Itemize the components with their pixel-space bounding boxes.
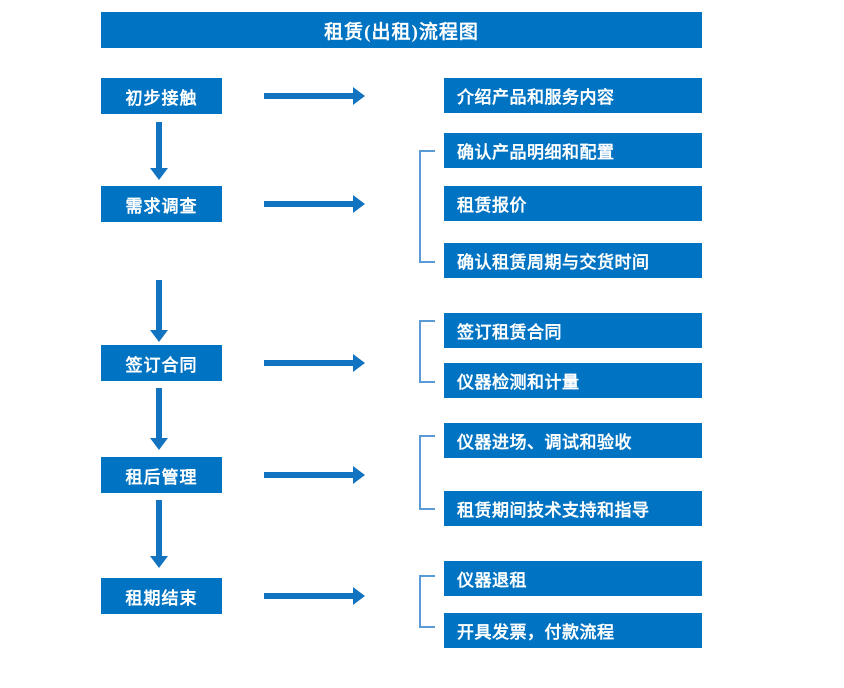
detail-box-3-1[interactable]: 签订租赁合同 bbox=[444, 313, 702, 348]
stage-box-1[interactable]: 初步接触 bbox=[101, 78, 222, 114]
arrow-shaft bbox=[156, 280, 162, 330]
arrow-down-1 bbox=[150, 122, 168, 180]
detail-box-2-2[interactable]: 租赁报价 bbox=[444, 186, 702, 221]
arrow-right-5 bbox=[264, 587, 365, 605]
arrow-head bbox=[150, 168, 168, 180]
detail-box-3-2[interactable]: 仪器检测和计量 bbox=[444, 363, 702, 398]
arrow-shaft bbox=[264, 93, 353, 99]
detail-box-5-1[interactable]: 仪器退租 bbox=[444, 561, 702, 596]
stage-box-3[interactable]: 签订合同 bbox=[101, 345, 222, 381]
arrow-right-4 bbox=[264, 466, 365, 484]
detail-box-1-1[interactable]: 介绍产品和服务内容 bbox=[444, 78, 702, 113]
detail-box-4-2[interactable]: 租赁期间技术支持和指导 bbox=[444, 491, 702, 526]
arrow-right-2 bbox=[264, 195, 365, 213]
stage-box-2[interactable]: 需求调查 bbox=[101, 186, 222, 222]
arrow-head bbox=[353, 587, 365, 605]
arrow-head bbox=[150, 556, 168, 568]
arrow-shaft bbox=[264, 593, 353, 599]
detail-box-2-3[interactable]: 确认租赁周期与交货时间 bbox=[444, 243, 702, 278]
bracket-connector-5 bbox=[419, 575, 435, 628]
arrow-shaft bbox=[156, 500, 162, 556]
stage-box-5[interactable]: 租期结束 bbox=[101, 578, 222, 614]
arrow-shaft bbox=[264, 472, 353, 478]
arrow-head bbox=[353, 195, 365, 213]
arrow-down-4 bbox=[150, 500, 168, 568]
arrow-down-3 bbox=[150, 388, 168, 450]
arrow-head bbox=[150, 330, 168, 342]
arrow-down-2 bbox=[150, 280, 168, 342]
arrow-right-3 bbox=[264, 354, 365, 372]
bracket-connector-3 bbox=[419, 320, 435, 383]
stage-box-4[interactable]: 租后管理 bbox=[101, 457, 222, 493]
arrow-head bbox=[150, 438, 168, 450]
arrow-shaft bbox=[264, 201, 353, 207]
arrow-shaft bbox=[156, 388, 162, 438]
arrow-shaft bbox=[264, 360, 353, 366]
detail-box-4-1[interactable]: 仪器进场、调试和验收 bbox=[444, 423, 702, 458]
arrow-head bbox=[353, 87, 365, 105]
bracket-connector-2 bbox=[419, 150, 435, 263]
detail-box-2-1[interactable]: 确认产品明细和配置 bbox=[444, 133, 702, 168]
diagram-title: 租赁(出租)流程图 bbox=[101, 12, 702, 48]
arrow-shaft bbox=[156, 122, 162, 168]
arrow-right-1 bbox=[264, 87, 365, 105]
bracket-connector-4 bbox=[419, 435, 435, 510]
arrow-head bbox=[353, 354, 365, 372]
detail-box-5-2[interactable]: 开具发票，付款流程 bbox=[444, 613, 702, 648]
arrow-head bbox=[353, 466, 365, 484]
